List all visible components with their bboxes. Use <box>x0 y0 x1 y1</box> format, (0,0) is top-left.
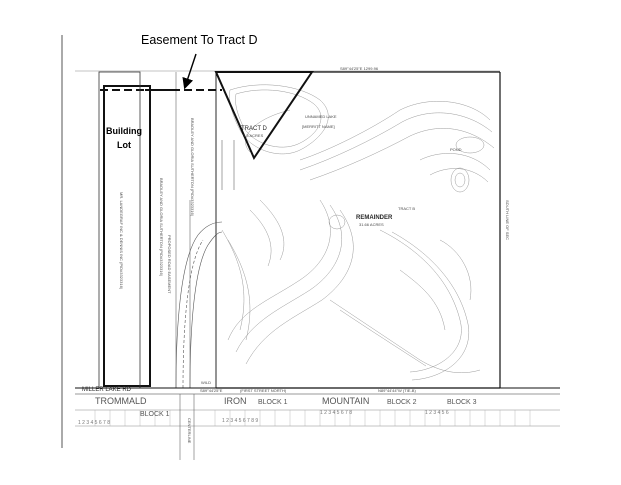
subdivision-block-3: BLOCK 3 <box>447 399 477 406</box>
lot-ticks <box>94 410 531 426</box>
easement-annotation: Easement To Tract D <box>141 33 258 47</box>
building-lot-label-line1: Building <box>106 126 142 136</box>
tract-d-area: 2.5 ACRES <box>243 133 264 138</box>
wild-label: WILD <box>201 380 211 385</box>
proposed-road-easement <box>175 221 223 389</box>
bearing-top-label: S89°44'25"E 1299.96 <box>340 66 379 71</box>
left-parcel-top-label: BRADLEY AND GLORIA SUTHERTON (PID#332331… <box>190 118 195 217</box>
remainder-area: 31.66 ACRES <box>359 222 384 227</box>
tract-d-name: TRACT D <box>241 126 268 132</box>
easement-arrow <box>182 53 197 90</box>
tract-b-label: TRACT B <box>398 206 415 211</box>
subdivision-name-iron: IRON <box>224 396 247 406</box>
bearing-bottom-left-label: S89°44'25"E <box>200 388 223 393</box>
subdivision-block-trommald: BLOCK 1 <box>140 411 170 418</box>
merrit-name-label: [MERRITT NAME] <box>302 124 335 129</box>
right-margin-note: SOUTH LINE OF SEC <box>505 200 510 240</box>
left-parcel-mid-label: BRADLEY AND GLORIA SUTHERTON (PID#332331… <box>159 178 164 277</box>
subdivision-lots-iron: 1 2 3 4 5 6 7 8 9 <box>222 418 258 424</box>
subdivision-lots-block-3: 1 2 3 4 5 6 <box>425 410 449 416</box>
proposed-road-label: PROPOSED ROAD EASEMENT <box>167 235 172 294</box>
bearing-bottom-label: N89°44'44"W (TIE-B) <box>378 388 416 393</box>
subdivision-block-mountain: BLOCK 2 <box>387 399 417 406</box>
first-street-label: (FIRST STREET NORTH) <box>240 388 287 393</box>
building-lot-outline <box>103 85 151 387</box>
pond-label: POND <box>450 147 462 152</box>
centerline-label: CENTERLINE <box>187 418 192 444</box>
subdivision-name-mountain: MOUNTAIN <box>322 396 369 406</box>
unnamed-lake-label: UNNAMED LAKE <box>305 114 337 119</box>
subdivision-name-trommald: TROMMALD <box>95 396 147 406</box>
subdivision-lots-trommald: 1 2 3 4 5 6 7 8 <box>78 420 110 426</box>
subdivision-lots-mountain: 1 2 3 4 5 6 7 8 <box>320 410 352 416</box>
building-lot-label-line2: Lot <box>117 140 131 150</box>
remainder-label: REMAINDER <box>356 215 393 221</box>
tract-d-outline <box>214 71 314 161</box>
left-parcel-lower-label: MR. LANDEGRAF INC & DENNIS INC (PID#3323… <box>119 192 124 290</box>
miller-lake-rd-label: MILLER LAKE RD <box>82 387 132 393</box>
contour-lines <box>221 84 495 381</box>
subdivision-block-iron: BLOCK 1 <box>258 399 288 406</box>
